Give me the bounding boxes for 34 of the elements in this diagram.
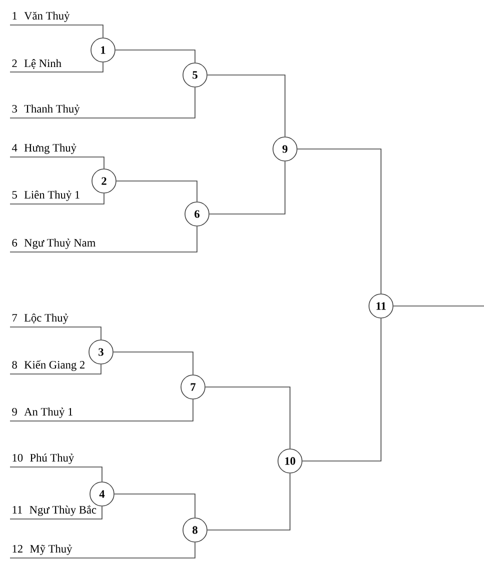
bracket-line <box>207 74 286 137</box>
team-label: 7 Lộc Thuỷ <box>12 314 68 324</box>
bracket-line <box>10 24 104 38</box>
team-label: 12 Mỹ Thuỷ <box>12 544 72 555</box>
team-label: 9 An Thuỷ 1 <box>12 408 72 418</box>
bracket-line <box>113 352 194 375</box>
bracket-line <box>10 193 104 204</box>
bracket-line <box>10 326 102 340</box>
team-label: 1 Văn Thuỷ <box>12 12 70 22</box>
bracket-line <box>10 156 104 169</box>
bracket-line <box>10 399 194 422</box>
bracket-line <box>10 466 102 482</box>
bracket-line <box>10 226 198 252</box>
bracket-line <box>302 318 382 462</box>
bracket-line <box>116 180 198 202</box>
team-label: 11 Ngư Thùy Bắc <box>12 505 96 516</box>
bracket-line <box>205 386 290 449</box>
team-label: 2 Lệ Ninh <box>12 59 62 69</box>
bracket-line <box>10 87 196 118</box>
bracket-line <box>10 62 104 72</box>
bracket-line <box>10 364 102 374</box>
team-label: 8 Kiến Giang 2 <box>12 360 84 371</box>
team-label: 6 Ngư Thuỷ Nam <box>12 238 96 249</box>
team-label: 3 Thanh Thuỷ <box>12 104 80 115</box>
bracket-line <box>207 473 290 530</box>
team-label: 4 Hưng Thuỷ <box>12 144 76 154</box>
bracket-line <box>209 161 286 214</box>
team-label: 5 Liên Thuỷ 1 <box>12 190 80 201</box>
team-label: 10 Phú Thuỷ <box>12 454 74 464</box>
bracket-line <box>297 148 382 294</box>
bracket-line <box>10 506 102 520</box>
bracket-line <box>115 50 196 63</box>
bracket-line <box>10 542 196 558</box>
bracket-line <box>114 494 196 518</box>
